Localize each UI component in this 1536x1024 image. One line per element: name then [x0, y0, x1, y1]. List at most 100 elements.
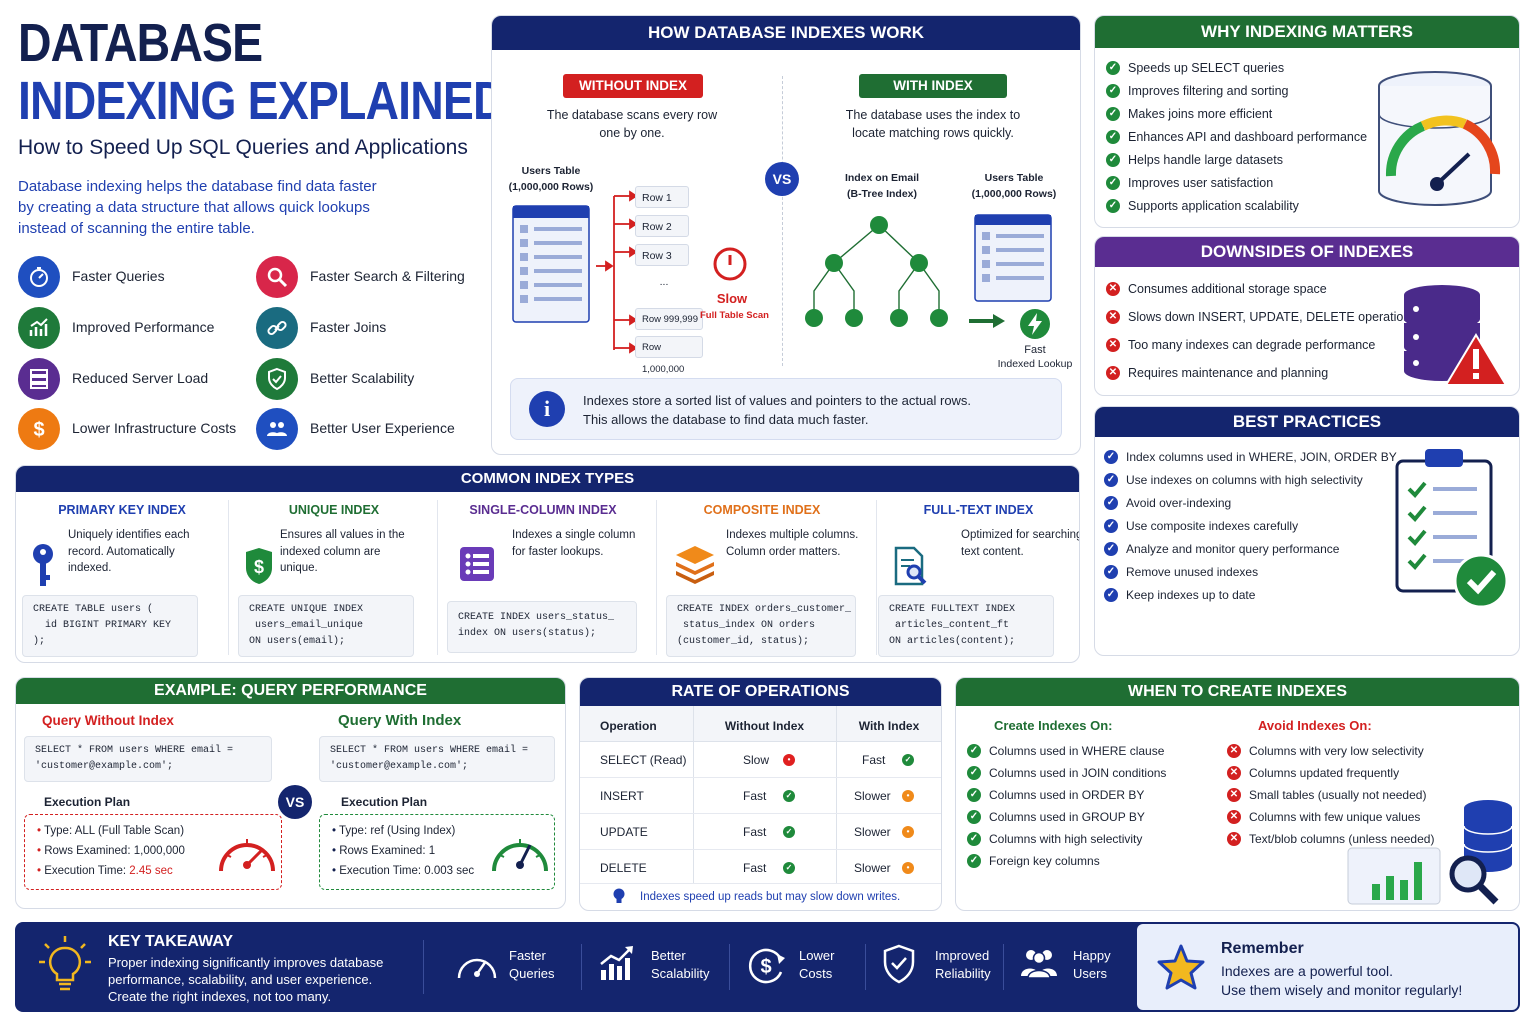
when-to-create-panel: WHEN TO CREATE INDEXES Create Indexes On… [955, 677, 1520, 911]
query-performance-panel: EXAMPLE: QUERY PERFORMANCE Query Without… [15, 677, 566, 909]
divider [423, 940, 424, 994]
without-value: Fast [743, 861, 767, 875]
operation-name: SELECT (Read) [600, 753, 687, 767]
check-icon: ✓ [967, 832, 981, 846]
sql-line: 'customer@example.com'; [35, 761, 174, 772]
desc-line: Ensures all values in the [280, 529, 405, 541]
column-divider [836, 706, 837, 884]
divider [876, 500, 877, 655]
best-practices-panel: BEST PRACTICES ✓Index columns used in WH… [1094, 406, 1520, 656]
without-value: Fast [743, 825, 767, 839]
code-line: CREATE INDEX orders_customer_ [677, 604, 852, 615]
list-item: Use composite indexes carefully [1126, 519, 1299, 533]
search-icon [256, 256, 298, 298]
panel-header: RATE OF OPERATIONS [580, 678, 941, 706]
check-icon: ✓ [967, 788, 981, 802]
database-warning-icon [1404, 285, 1508, 386]
list-item: Slows down INSERT, UPDATE, DELETE operat… [1128, 310, 1417, 324]
list-item: Use indexes on columns with high selecti… [1126, 473, 1363, 487]
key-takeaway-bar: KEY TAKEAWAY Proper indexing significant… [15, 922, 1520, 1012]
status-dot-icon: • [902, 826, 914, 838]
takeaway-line: Create the right indexes, not too many. [108, 989, 332, 1004]
list-item: Too many indexes can degrade performance [1128, 338, 1376, 352]
x-icon: ✕ [1106, 338, 1120, 352]
intro-line: instead of scanning the entire table. [18, 220, 255, 237]
full-scan-label: Full Table Scan [700, 310, 769, 321]
desc-line: Column order matters. [726, 545, 841, 558]
plan-item: • Rows Examined: 1 [332, 845, 435, 857]
shield-icon [881, 944, 917, 989]
divider [729, 944, 730, 990]
panel-header: HOW DATABASE INDEXES WORK [492, 16, 1080, 50]
link-icon [256, 307, 298, 349]
check-icon: ✓ [1106, 176, 1120, 190]
status-dot-icon: • [902, 862, 914, 874]
desc-line: text content. [961, 545, 1024, 558]
list-item: Columns with high selectivity [989, 832, 1143, 846]
users-table-label-2: Users Table (1,000,000 Rows) [964, 170, 1064, 202]
code-line: CREATE INDEX users_status_ [458, 612, 615, 623]
check-icon: ✓ [1104, 450, 1118, 464]
table-row [580, 778, 941, 814]
with-value: Slower [854, 861, 891, 875]
document-search-icon [894, 546, 930, 591]
list-item: Improves user satisfaction [1128, 176, 1274, 190]
plan-with-box: • Type: ref (Using Index)• Rows Examined… [319, 814, 555, 890]
label-line: (B-Tree Index) [846, 188, 917, 200]
plan-key: Rows Examined: [339, 845, 426, 857]
with-index-title: Query With Index [338, 712, 462, 729]
check-icon: ✓ [783, 826, 795, 838]
plan-value: 2.45 sec [129, 865, 173, 877]
info-icon: i [529, 391, 565, 427]
x-icon: ✕ [1106, 366, 1120, 380]
panel-header: WHEN TO CREATE INDEXES [956, 678, 1519, 706]
desc-line: unique. [280, 562, 318, 574]
divider [437, 500, 438, 655]
list-item: Foreign key columns [989, 854, 1100, 868]
sql-line: 'customer@example.com'; [330, 761, 469, 772]
arrow-right-icon [969, 314, 1005, 328]
plan-value: (Using Index) [386, 825, 456, 837]
desc-line: for faster lookups. [512, 545, 604, 558]
desc-line: indexed column are [280, 545, 381, 558]
code-line: CREATE UNIQUE INDEX [249, 604, 364, 615]
check-icon: ✓ [1106, 107, 1120, 121]
list-item: Columns with few unique values [1249, 810, 1421, 824]
check-icon: ✓ [1104, 542, 1118, 556]
slow-label: Slow [716, 291, 748, 306]
check-icon: ✓ [1106, 84, 1120, 98]
indexed-lookup-label: Indexed Lookup [997, 358, 1073, 370]
check-icon: ✓ [1104, 588, 1118, 602]
index-type-desc: Indexes multiple columns. Column order ma… [726, 527, 866, 560]
plan-key: Type: ALL [44, 825, 95, 837]
code-line: articles_content_ft [889, 620, 1010, 631]
svg-text:$: $ [760, 956, 771, 978]
x-icon: ✕ [1227, 744, 1241, 758]
desc-line: Indexes multiple columns. [726, 529, 859, 541]
how-indexes-work-panel: HOW DATABASE INDEXES WORK WITHOUT INDEX … [491, 15, 1081, 455]
with-desc: The database uses the index to locate ma… [822, 106, 1044, 142]
users-table-icon-2 [974, 214, 1052, 302]
list-item: Makes joins more efficient [1128, 107, 1273, 121]
check-icon: ✓ [1104, 473, 1118, 487]
check-icon: ✓ [1104, 519, 1118, 533]
index-label: Index on Email (B-Tree Index) [827, 170, 937, 202]
list-item: Columns used in WHERE clause [989, 744, 1165, 758]
code-line: id BIGINT PRIMARY KEY [33, 620, 172, 631]
plan-value: 1,000,000 [133, 845, 185, 857]
list-item: Helps handle large datasets [1128, 153, 1283, 167]
main-title-line1: DATABASE [18, 13, 263, 73]
x-icon: ✕ [1106, 310, 1120, 324]
with-index-label: WITH INDEX [859, 74, 1007, 98]
operation-name: INSERT [600, 789, 644, 803]
feature-label: Faster Search & Filtering [310, 268, 465, 284]
feature-label: Faster Joins [310, 319, 387, 335]
index-type-title: UNIQUE INDEX [288, 503, 380, 517]
with-desc-line: The database uses the index to [845, 108, 1021, 122]
subtitle: How to Speed Up SQL Queries and Applicat… [18, 136, 468, 159]
plan-key: Rows Examined: [44, 845, 131, 857]
